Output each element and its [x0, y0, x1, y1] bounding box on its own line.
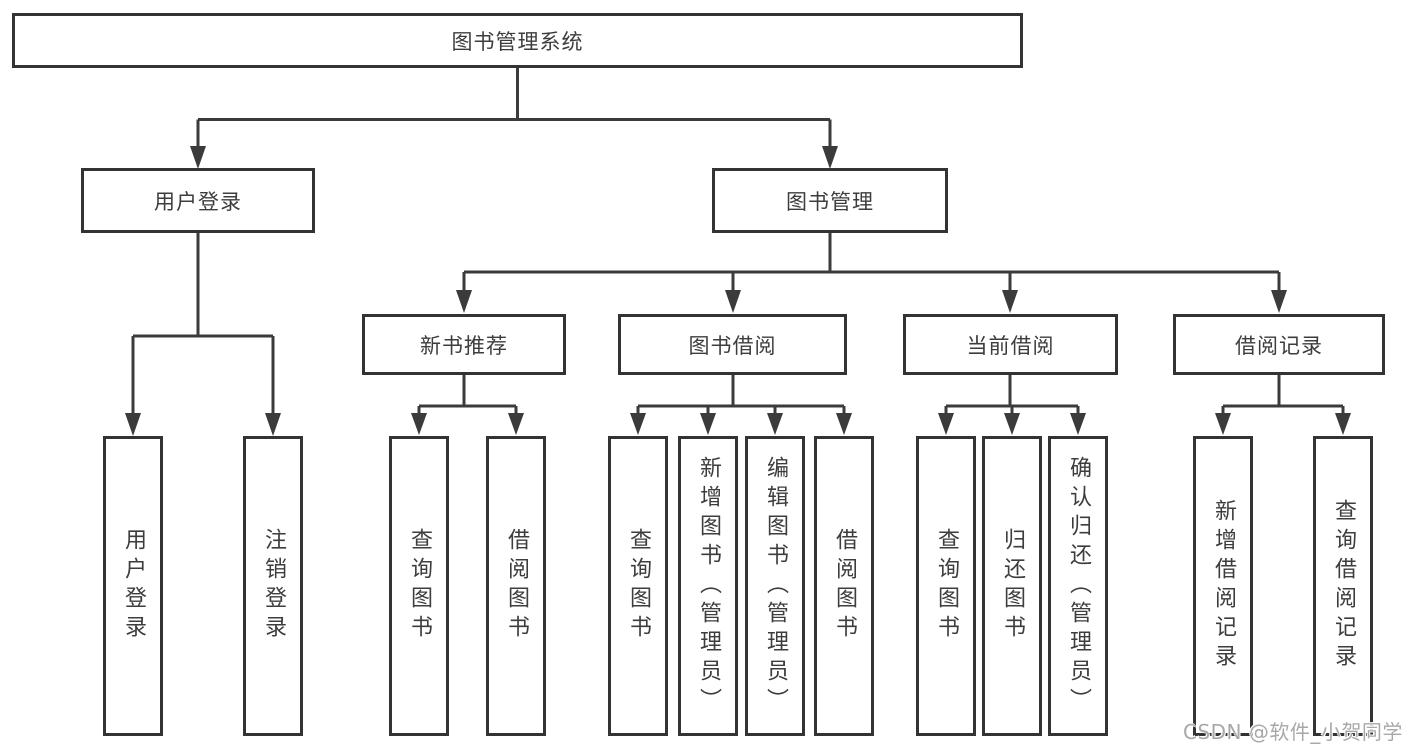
leaf-edit-books-admin-label: 编辑图书（管理员）	[763, 455, 788, 717]
leaf-query-books-2-label: 查询图书	[626, 528, 651, 644]
node-book-management: 图书管理	[712, 168, 948, 233]
connector-new-book	[417, 374, 518, 417]
leaf-query-books-1: 查询图书	[389, 436, 449, 736]
leaf-return-books-label: 归还图书	[1000, 528, 1025, 644]
node-new-book-recommend: 新书推荐	[362, 314, 566, 375]
leaf-return-books: 归还图书	[982, 436, 1042, 736]
leaf-borrow-books-2-label: 借阅图书	[832, 528, 857, 644]
node-current-borrow: 当前借阅	[903, 314, 1118, 375]
leaf-confirm-return-admin-label: 确认归还（管理员）	[1066, 455, 1091, 717]
node-user-login: 用户登录	[81, 168, 315, 233]
connector-borrow-records	[1221, 374, 1345, 417]
leaf-borrow-books-1-label: 借阅图书	[504, 528, 529, 644]
leaf-borrow-books-1: 借阅图书	[486, 436, 546, 736]
leaf-user-login: 用户登录	[103, 436, 163, 736]
leaf-add-borrow-record-label: 新增借阅记录	[1211, 499, 1236, 673]
leaf-query-books-3: 查询图书	[916, 436, 976, 736]
leaf-query-books-1-label: 查询图书	[407, 528, 432, 644]
leaf-add-books-admin: 新增图书（管理员）	[678, 436, 738, 736]
node-borrow-records: 借阅记录	[1173, 314, 1385, 375]
connector-current-borrow	[944, 374, 1080, 417]
leaf-edit-books-admin: 编辑图书（管理员）	[745, 436, 805, 736]
leaf-query-books-2: 查询图书	[608, 436, 668, 736]
leaf-query-books-3-label: 查询图书	[934, 528, 959, 644]
connector-book-management	[462, 232, 1281, 293]
leaf-query-borrow-record: 查询借阅记录	[1313, 436, 1373, 736]
csdn-watermark: CSDN @软件_小贺同学	[1183, 720, 1403, 744]
leaf-logout: 注销登录	[243, 436, 303, 736]
leaf-query-borrow-record-label: 查询借阅记录	[1331, 499, 1356, 673]
leaf-logout-label: 注销登录	[261, 528, 286, 644]
root-node: 图书管理系统	[12, 13, 1023, 68]
arrowheads	[125, 146, 1351, 436]
connector-book-borrow	[636, 374, 846, 417]
leaf-add-borrow-record: 新增借阅记录	[1193, 436, 1253, 736]
leaf-user-login-label: 用户登录	[121, 528, 146, 644]
connector-user-login	[131, 232, 275, 416]
leaf-confirm-return-admin: 确认归还（管理员）	[1048, 436, 1108, 736]
leaf-borrow-books-2: 借阅图书	[814, 436, 874, 736]
leaf-add-books-admin-label: 新增图书（管理员）	[696, 455, 721, 717]
connector-root	[196, 68, 832, 150]
node-book-borrow: 图书借阅	[618, 314, 847, 375]
